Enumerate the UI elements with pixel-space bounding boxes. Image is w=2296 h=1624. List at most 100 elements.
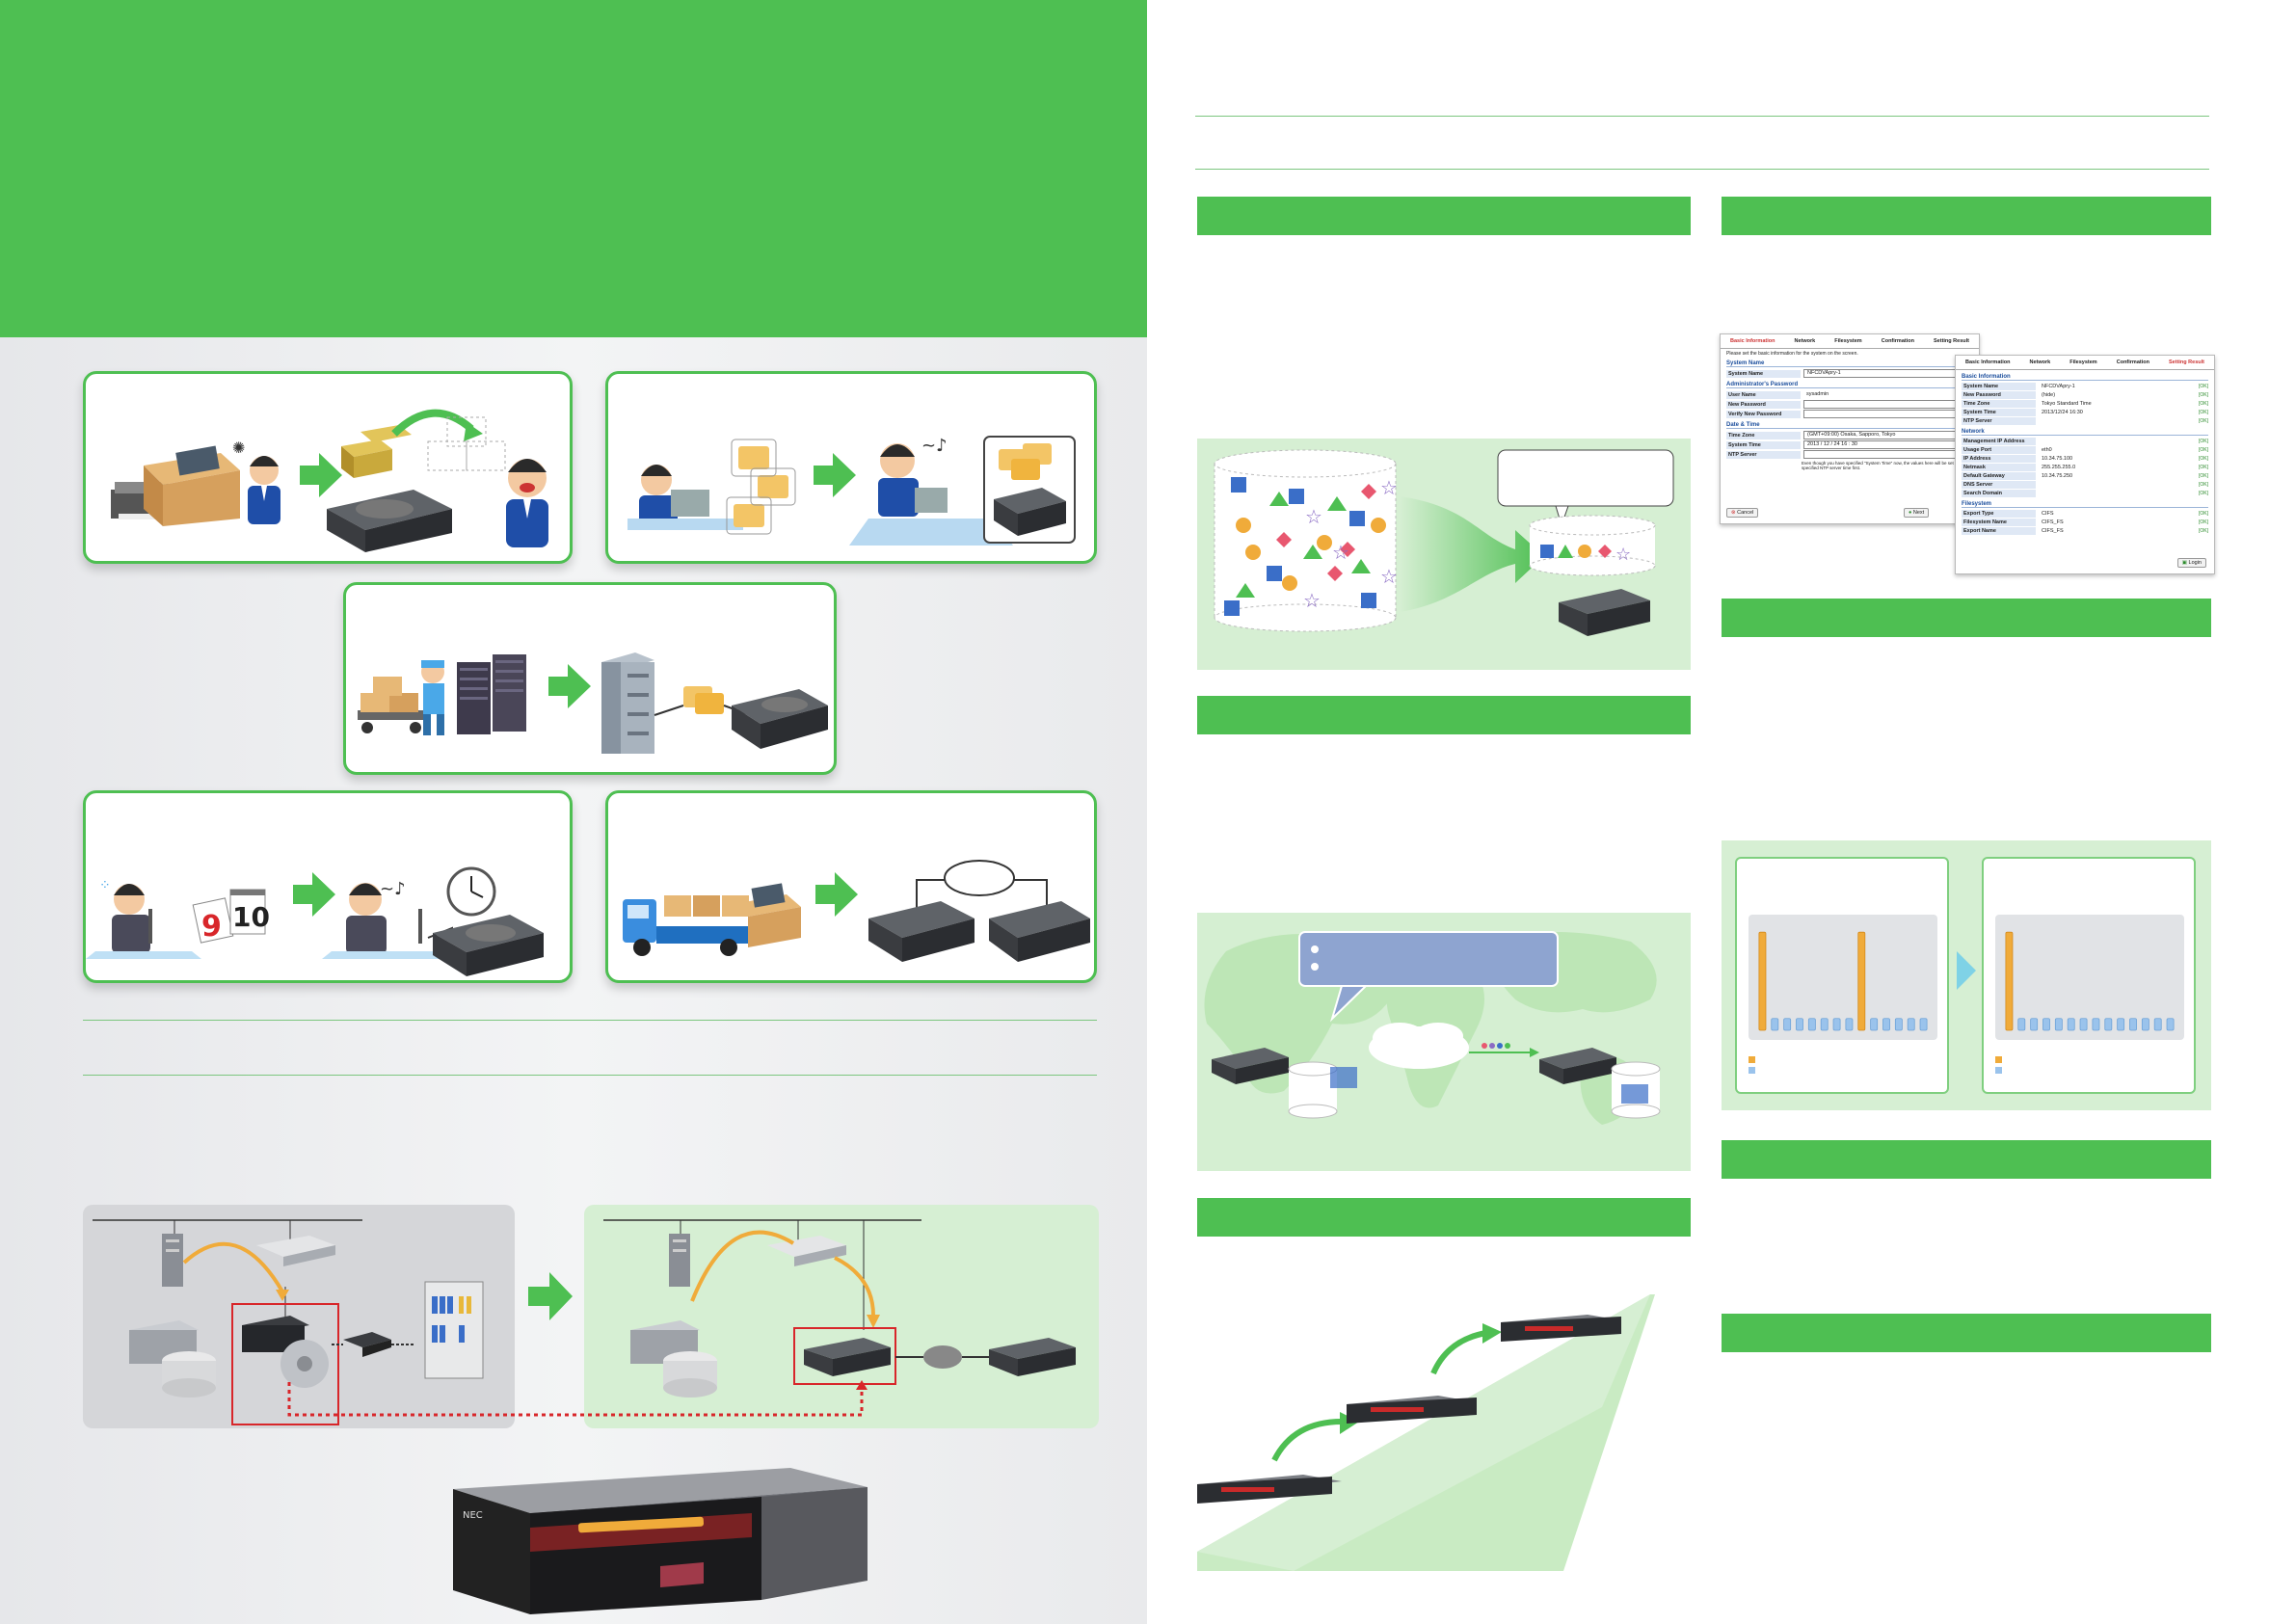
tab-setting-result[interactable]: Setting Result bbox=[1934, 338, 1969, 344]
server-1u-icon bbox=[767, 1236, 846, 1266]
bar-4 bbox=[2042, 1018, 2050, 1031]
result-row: Filesystem Name CIFS_FS [OK] bbox=[1962, 519, 2208, 526]
cancel-button[interactable]: ⊗ Cancel bbox=[1726, 508, 1759, 518]
field-value: CIFS_FS bbox=[2042, 519, 2064, 525]
field-label: New Password bbox=[1962, 391, 2036, 399]
system-time-select[interactable]: 2013 / 12 / 24 16 : 30 bbox=[1803, 440, 1973, 449]
tape-cartridge-icon bbox=[280, 1340, 329, 1388]
bar-5 bbox=[2054, 1018, 2063, 1031]
result-row: Search Domain[OK] bbox=[1962, 490, 2208, 497]
storage-appliance-icon bbox=[1501, 1315, 1621, 1342]
setup-window-tabs: Basic Information Network Filesystem Con… bbox=[1956, 356, 2214, 370]
svg-text:⁘: ⁘ bbox=[99, 878, 111, 893]
next-button[interactable]: ● Next bbox=[1904, 508, 1930, 518]
system-name-input[interactable]: NFCDVApry-1 bbox=[1803, 369, 1973, 378]
section-title: System Name bbox=[1726, 360, 1973, 367]
field-label: Usage Port bbox=[1962, 446, 2036, 454]
bar-1 bbox=[2005, 931, 2014, 1031]
replication-illustration bbox=[1204, 931, 1661, 1125]
status-badge: [OK] bbox=[2198, 519, 2208, 525]
bar-chart-before bbox=[1758, 931, 1928, 1031]
login-button[interactable]: ▣ Login bbox=[2176, 558, 2206, 568]
field-value bbox=[2039, 418, 2195, 425]
speech-bubble-icon bbox=[1298, 931, 1559, 1023]
field-label: Filesystem Name bbox=[1962, 519, 2036, 526]
green-arrow-icon bbox=[815, 872, 858, 917]
cardboard-box-icon bbox=[734, 883, 801, 947]
file-cabinet-icon bbox=[424, 1281, 484, 1379]
tab-confirmation[interactable]: Confirmation bbox=[2116, 359, 2149, 365]
field-label: System Time bbox=[1962, 409, 2036, 416]
scenario-card-2: ~♪ bbox=[605, 371, 1097, 564]
section-bar-7 bbox=[1722, 1314, 2211, 1352]
section-bar-5 bbox=[1722, 599, 2211, 637]
tab-setting-result[interactable]: Setting Result bbox=[2169, 359, 2204, 365]
field-label: NTP Server bbox=[1726, 450, 1801, 459]
scenario-1-illustration: ✺ bbox=[111, 409, 548, 552]
network-icon bbox=[923, 1345, 962, 1369]
time-zone-select[interactable]: (GMT+09:00) Osaka, Sapporo, Tokyo bbox=[1803, 431, 1973, 439]
section-bar-6 bbox=[1722, 1140, 2211, 1179]
field-label: IP Address bbox=[1962, 455, 2036, 463]
setup-window-basic-info: Basic Information Network Filesystem Con… bbox=[1720, 333, 1980, 524]
field-label: DNS Server bbox=[1962, 481, 2036, 489]
tab-filesystem[interactable]: Filesystem bbox=[2069, 359, 2097, 365]
svg-text:☆: ☆ bbox=[1303, 589, 1321, 612]
after-diagram-panel bbox=[584, 1205, 1099, 1428]
right-page bbox=[1147, 0, 2296, 1624]
businessman-icon bbox=[248, 456, 280, 524]
server-tower-icon bbox=[162, 1234, 183, 1287]
dotted-migration-line bbox=[287, 1380, 868, 1417]
laptop-icon bbox=[671, 490, 709, 517]
tab-basic-information[interactable]: Basic Information bbox=[1730, 338, 1775, 344]
tab-basic-information[interactable]: Basic Information bbox=[1965, 359, 2011, 365]
field-label: System Name bbox=[1726, 369, 1801, 378]
tab-network[interactable]: Network bbox=[2029, 359, 2051, 365]
bar-3 bbox=[1783, 1018, 1792, 1031]
scenario-4-illustration: ⁘ 9 10 ~♪ bbox=[86, 866, 544, 976]
product-photo: NEC bbox=[453, 1468, 868, 1614]
database-cylinder-icon bbox=[1288, 1061, 1357, 1119]
field-label: Netmask bbox=[1962, 464, 2036, 471]
bar-2 bbox=[1771, 1018, 1779, 1031]
tab-filesystem[interactable]: Filesystem bbox=[1834, 338, 1862, 344]
tab-confirmation[interactable]: Confirmation bbox=[1881, 338, 1914, 344]
tape-cartridge-icon bbox=[343, 1332, 391, 1357]
tab-network[interactable]: Network bbox=[1794, 338, 1816, 344]
after-diagram bbox=[603, 1219, 1076, 1398]
field-value: 255.255.255.0 bbox=[2042, 464, 2076, 470]
bar-4 bbox=[1796, 1018, 1803, 1031]
status-badge: [OK] bbox=[2198, 410, 2208, 415]
svg-text:~♪: ~♪ bbox=[380, 879, 406, 899]
scenario-card-4: ⁘ 9 10 ~♪ bbox=[83, 790, 573, 983]
dedup-arrow bbox=[1400, 496, 1544, 612]
svg-text:☆: ☆ bbox=[1305, 505, 1322, 528]
bar-6 bbox=[1820, 1018, 1829, 1031]
section-title: Filesystem bbox=[1962, 501, 2208, 508]
ntp-server-input[interactable] bbox=[1803, 450, 1973, 459]
status-badge: [OK] bbox=[2198, 392, 2208, 398]
bar-9 bbox=[1857, 931, 1866, 1031]
section-title: Network bbox=[1962, 429, 2208, 436]
tape-library-icon bbox=[129, 1320, 216, 1398]
verify-password-input[interactable] bbox=[1803, 410, 1973, 418]
green-arrow-icon bbox=[293, 872, 335, 917]
file-cabinet-icon bbox=[601, 652, 654, 754]
next-icon: ● bbox=[1909, 510, 1912, 516]
scenario-card-5 bbox=[605, 790, 1097, 983]
green-arrow-icon bbox=[528, 1272, 573, 1320]
field-value: 2013/12/24 16:30 bbox=[2042, 409, 2083, 415]
green-arrow-icon bbox=[300, 453, 342, 497]
new-password-input[interactable] bbox=[1803, 400, 1973, 409]
field-value bbox=[2039, 491, 2195, 497]
svg-text:☆: ☆ bbox=[1380, 476, 1398, 499]
ntp-note: Even though you have specified "System T… bbox=[1802, 461, 1966, 470]
storage-appliance-icon bbox=[989, 1338, 1076, 1376]
database-cylinder-icon bbox=[1611, 1061, 1661, 1119]
status-badge: [OK] bbox=[2198, 511, 2208, 517]
